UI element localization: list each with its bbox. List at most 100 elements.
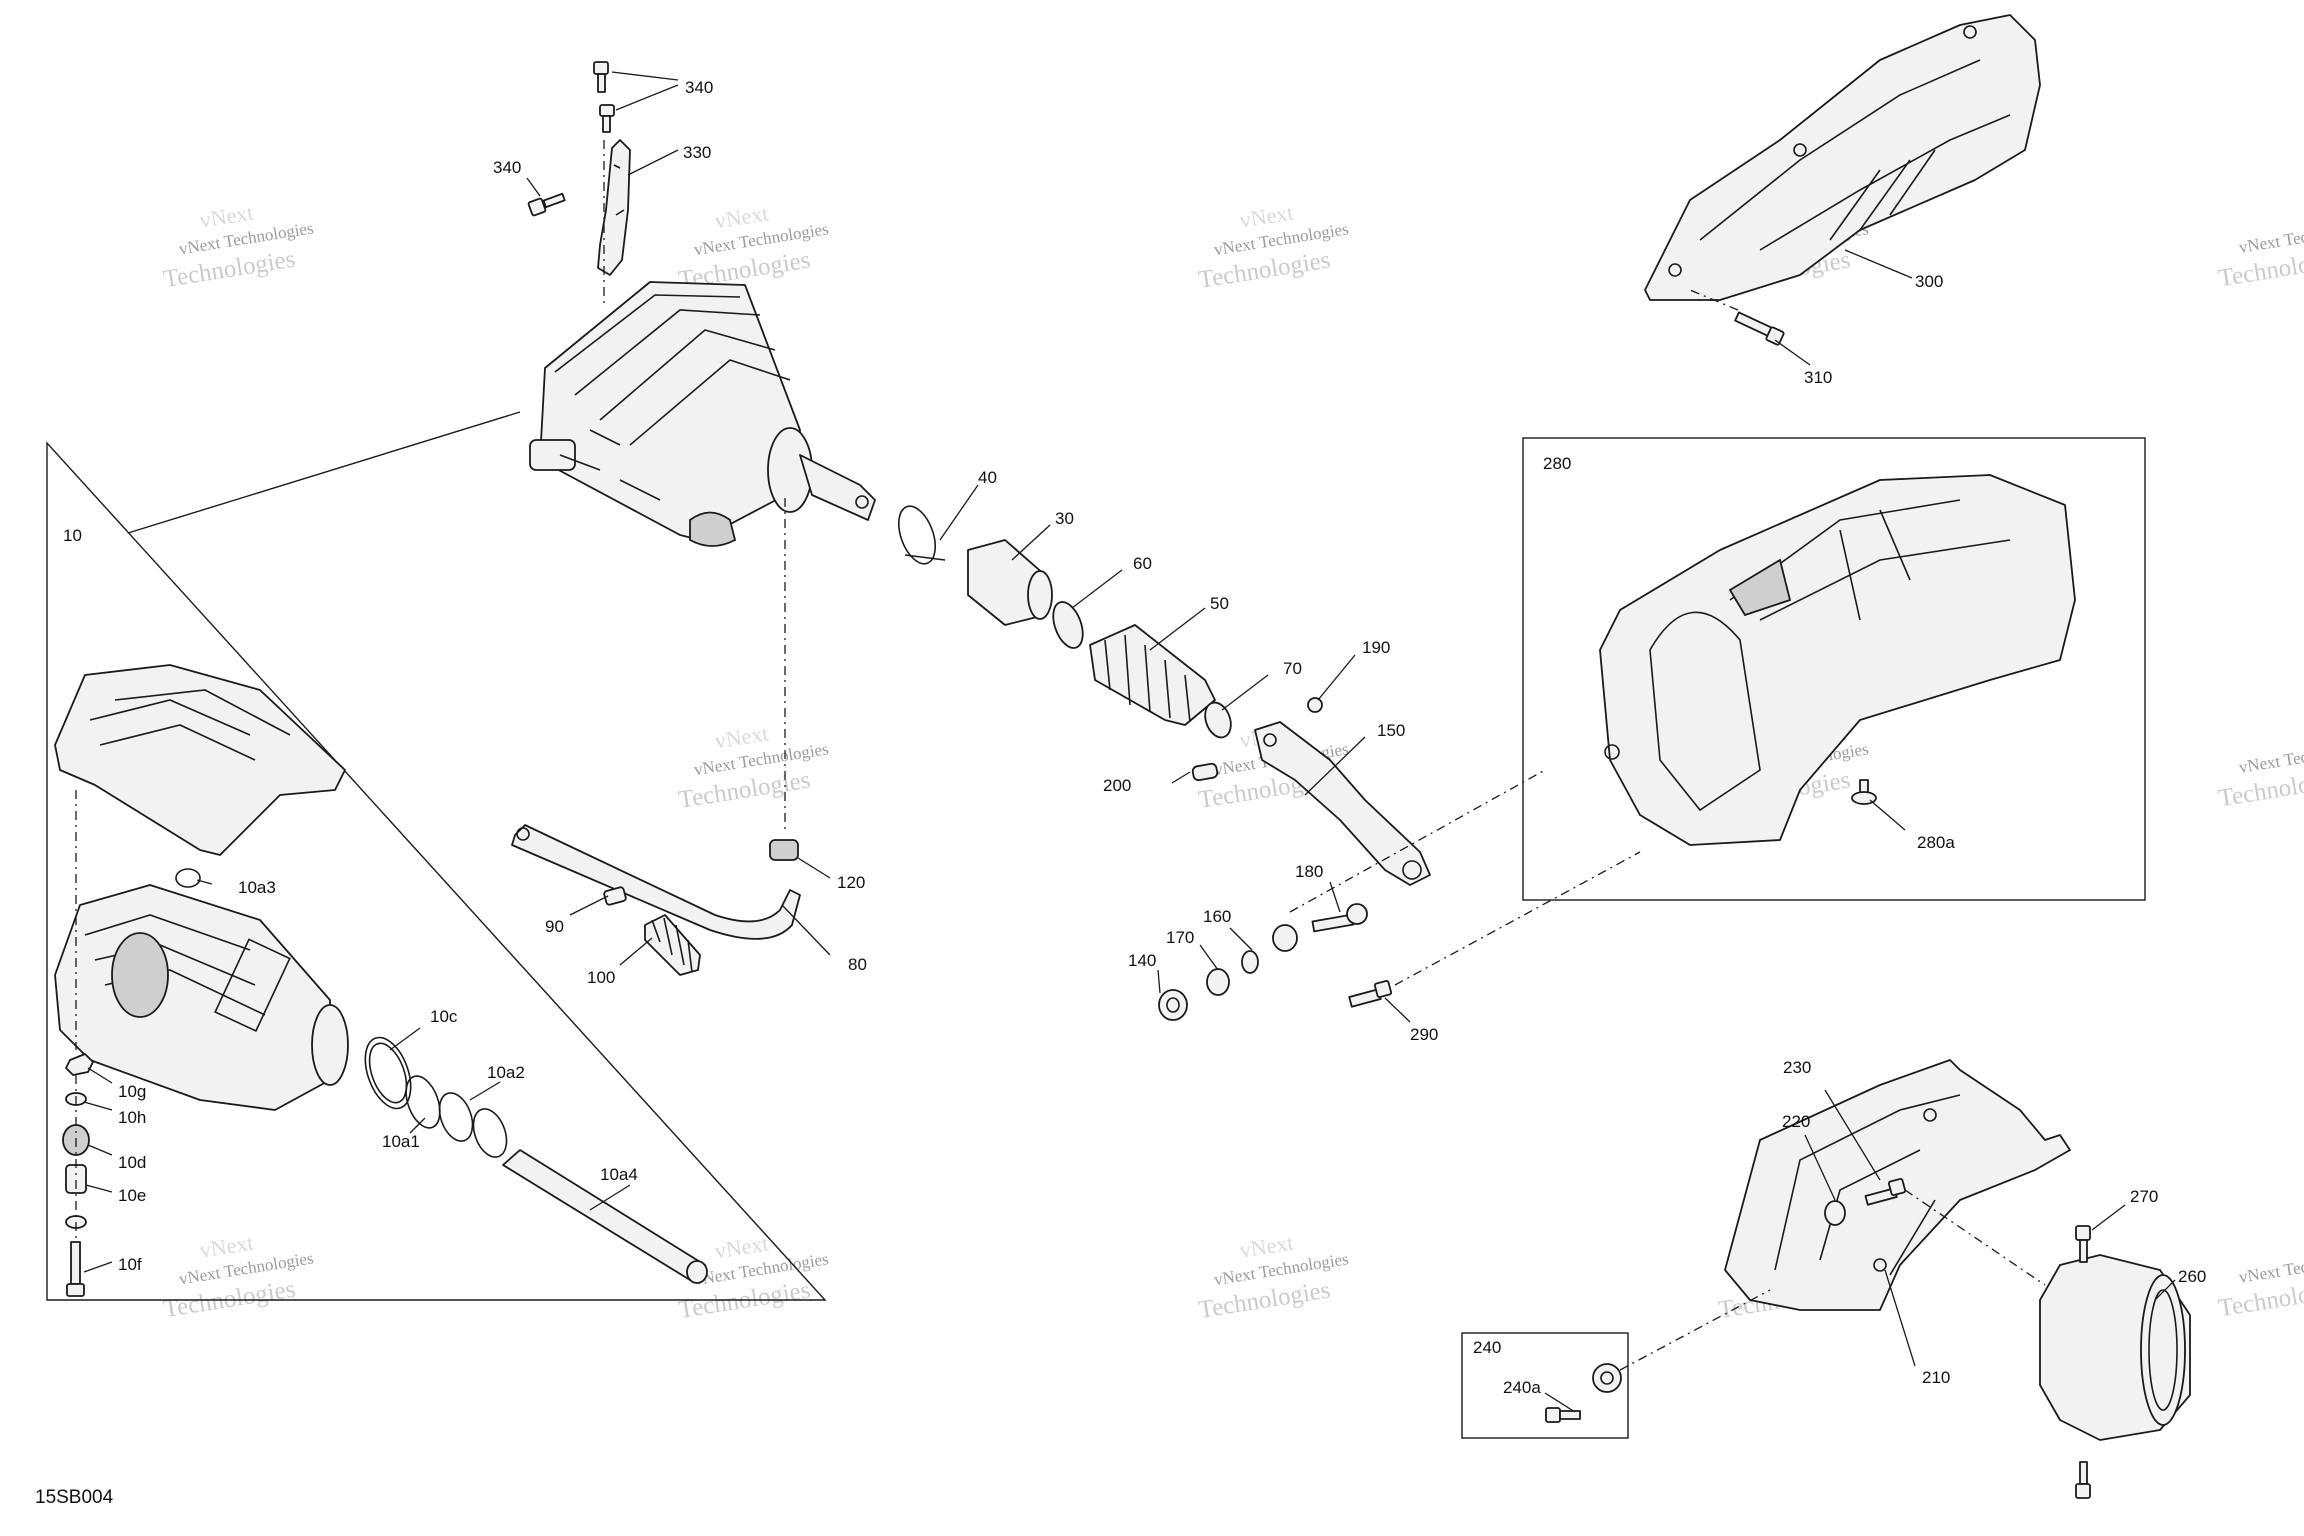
part-220-washer [1824,1200,1846,1226]
frame-240-box [1461,1332,1629,1439]
callout-240a: 240a [1503,1378,1541,1397]
callout-40: 40 [978,468,997,487]
part-150-lever [1254,721,1431,886]
part-90-nipple [603,886,627,906]
watermark-top-middle: vNext vNext Technologies Technologies [677,200,830,293]
callout-280: 280 [1543,454,1571,473]
callout-80: 80 [848,955,867,974]
watermark-top-edge: vNext Technologies Technologies [2217,217,2304,293]
part-100-bellow [644,914,701,976]
watermark-bottom-center: vNext vNext Technologies Technologies [1197,1230,1350,1324]
drawing-code: 15SB004 [35,1487,114,1508]
part-10a1-oring [405,1075,441,1129]
callout-50: 50 [1210,594,1229,613]
part-270-bolt-bottom [2075,1461,2091,1499]
callout-230: 230 [1783,1058,1811,1077]
callout-270: 270 [2130,1187,2158,1206]
part-120-fitting [769,839,799,861]
callout-60: 60 [1133,554,1152,573]
frame-10-connector [127,411,521,534]
part-60-clamp [1052,601,1084,649]
part-160-ring [1241,950,1259,974]
watermark-text: vNext Technologies [2237,737,2304,777]
callout-150: 150 [1377,721,1405,740]
frame-280-box [1522,437,2146,901]
callout-300: 300 [1915,272,1943,291]
callout-200: 200 [1103,776,1131,795]
callout-220: 220 [1782,1112,1810,1131]
part-190-screw [1307,697,1323,713]
watermark-mid-edge: vNext Technologies Technologies [2217,737,2304,813]
frames [46,411,2146,1439]
watermark-top-left: vNext vNext Technologies Technologies [162,200,315,293]
callout-10c: 10c [430,1007,458,1026]
part-10a4-shaft [502,1149,708,1284]
watermark-text: vNext Technologies [2237,217,2304,257]
watermark-top-center: vNext vNext Technologies Technologies [1197,200,1350,294]
callout-90: 90 [545,917,564,936]
callout-170: 170 [1166,928,1194,947]
watermark-text: vNext Technologies [2237,1247,2304,1287]
part-10a2-oring-pair [438,1092,508,1158]
part-140-nut [1158,989,1188,1021]
part-340-bolt-middle [599,104,615,133]
callout-340-side: 340 [493,158,521,177]
part-10f-bolt [66,1241,85,1297]
callout-310: 310 [1804,368,1832,387]
part-240-bearing [1592,1363,1622,1393]
callout-10h: 10h [118,1108,146,1127]
part-180-spacer [1272,924,1298,952]
part-340-bolt-top [593,61,609,93]
callout-140: 140 [1128,951,1156,970]
callout-10d: 10d [118,1153,146,1172]
part-310-bolt [1734,311,1785,346]
callout-280a: 280a [1917,833,1955,852]
callout-10e: 10e [118,1186,146,1205]
callout-10a4: 10a4 [600,1165,638,1184]
part-10g-nut [65,1053,94,1076]
callout-260: 260 [2178,1267,2206,1286]
callout-210: 210 [1922,1368,1950,1387]
callout-10: 10 [63,526,82,545]
callout-290: 290 [1410,1025,1438,1044]
watermark-bottom-edge: vNext Technologies Technologies [2217,1247,2304,1323]
part-340-bolt-side [527,192,566,217]
part-10-housing [54,884,349,1111]
part-200-pin [1191,762,1219,782]
part-330-bracket [597,139,631,276]
callout-160: 160 [1203,907,1231,926]
callout-10a1: 10a1 [382,1132,420,1151]
callout-10f: 10f [118,1255,142,1274]
part-300-cover [1644,14,2041,301]
part-290-bolt [1348,979,1393,1008]
part-50-bellow [1089,624,1216,726]
callout-190: 190 [1362,638,1390,657]
part-70-clamp [1204,701,1232,739]
callout-180: 180 [1295,862,1323,881]
callout-labels: 10 10a3 10c 10a2 10a1 10a4 10g 10h 10d 1… [63,78,2206,1397]
part-40-clamp [897,505,946,565]
part-80-hose [511,824,801,940]
part-30-coupler [967,539,1053,626]
part-280-airbox [1599,474,2076,846]
watermark-mid-middle: vNext vNext Technologies Technologies [677,720,830,813]
callout-70: 70 [1283,659,1302,678]
callout-120: 120 [837,873,865,892]
callout-240: 240 [1473,1338,1501,1357]
part-170-washer [1206,968,1230,996]
part-280a-screw [1851,779,1877,805]
leader-lines [83,71,2176,1413]
part-270-bolt-top [2075,1225,2091,1263]
part-10a3-oring [175,868,201,888]
callout-340-top: 340 [685,78,713,97]
watermark-bottom-left: vNext vNext Technologies Technologies [162,1230,315,1323]
callout-100: 100 [587,968,615,987]
part-260-throttle-body [2039,1254,2191,1441]
part-240a-screw [1545,1407,1581,1423]
callout-30: 30 [1055,509,1074,528]
callout-330: 330 [683,143,711,162]
callout-10g: 10g [118,1082,146,1101]
part-10-cover [54,664,346,856]
frame-10-triangle [46,441,827,1301]
